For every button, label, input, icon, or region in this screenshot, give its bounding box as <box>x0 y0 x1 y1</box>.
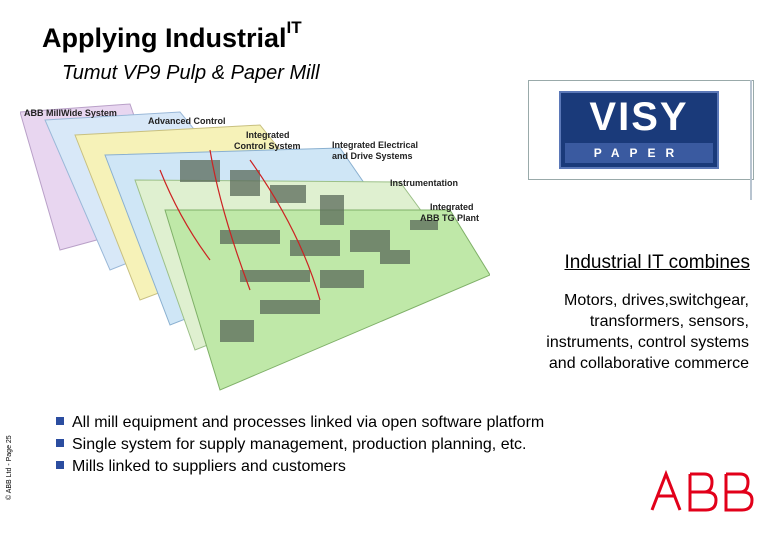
slide-subtitle: Tumut VP9 Pulp & Paper Mill <box>62 62 320 84</box>
abb-logo <box>650 470 754 512</box>
combines-line-1: Motors, drives,switchgear, <box>564 292 749 309</box>
combines-line-3: instruments, control systems <box>546 334 749 351</box>
visy-logo-badge: VISY PAPER <box>559 91 719 169</box>
combines-line-4: and collaborative commerce <box>548 355 749 372</box>
visy-paper-logo: VISY PAPER <box>528 80 754 180</box>
signal-links <box>159 149 321 301</box>
diagram-label-integrated-2: Integrated <box>430 202 474 212</box>
bullet-square-icon <box>56 417 64 425</box>
diagram-label-drive-systems: and Drive Systems <box>332 151 413 161</box>
bullet-text: All mill equipment and processes linked … <box>72 414 545 431</box>
layered-plant-diagram <box>20 103 490 391</box>
bullet-square-icon <box>56 439 64 447</box>
diagram-label-millwide: ABB MillWide System <box>24 108 117 118</box>
diagram-label-advanced-control: Advanced Control <box>148 116 226 126</box>
diagram-label-integrated-electrical: Integrated Electrical <box>332 140 419 150</box>
bullet-square-icon <box>56 461 64 469</box>
slide-title-text: Applying Industrial <box>42 23 287 53</box>
bullet-list: All mill equipment and processes linked … <box>56 412 544 478</box>
combines-line-2: transformers, sensors, <box>589 313 749 330</box>
slide-title-superscript: IT <box>286 18 302 37</box>
visy-logo-subword: PAPER <box>565 143 713 163</box>
layer-tg-plant <box>164 209 490 391</box>
bullet-item: Mills linked to suppliers and customers <box>56 456 544 478</box>
bullet-item: Single system for supply management, pro… <box>56 434 544 456</box>
bullet-text: Single system for supply management, pro… <box>72 436 527 453</box>
diagram-label-tg-plant: ABB TG Plant <box>420 213 480 223</box>
diagram-label-control-system: Control System <box>234 141 301 151</box>
bullet-item: All mill equipment and processes linked … <box>56 412 544 434</box>
copyright-footer: © ABB Ltd - Page 25 <box>6 435 13 500</box>
diagram-label-integrated-1: Integrated <box>246 130 290 140</box>
logo-frame-line <box>750 80 752 200</box>
visy-logo-wordmark: VISY <box>589 95 689 139</box>
diagram-label-instrumentation: Instrumentation <box>390 178 459 188</box>
plant-equipment <box>180 160 438 342</box>
combines-body: Motors, drives,switchgear, transformers,… <box>449 290 749 374</box>
combines-heading: Industrial IT combines <box>564 252 750 273</box>
bullet-text: Mills linked to suppliers and customers <box>72 458 346 475</box>
slide-title: Applying IndustrialIT <box>42 18 302 54</box>
